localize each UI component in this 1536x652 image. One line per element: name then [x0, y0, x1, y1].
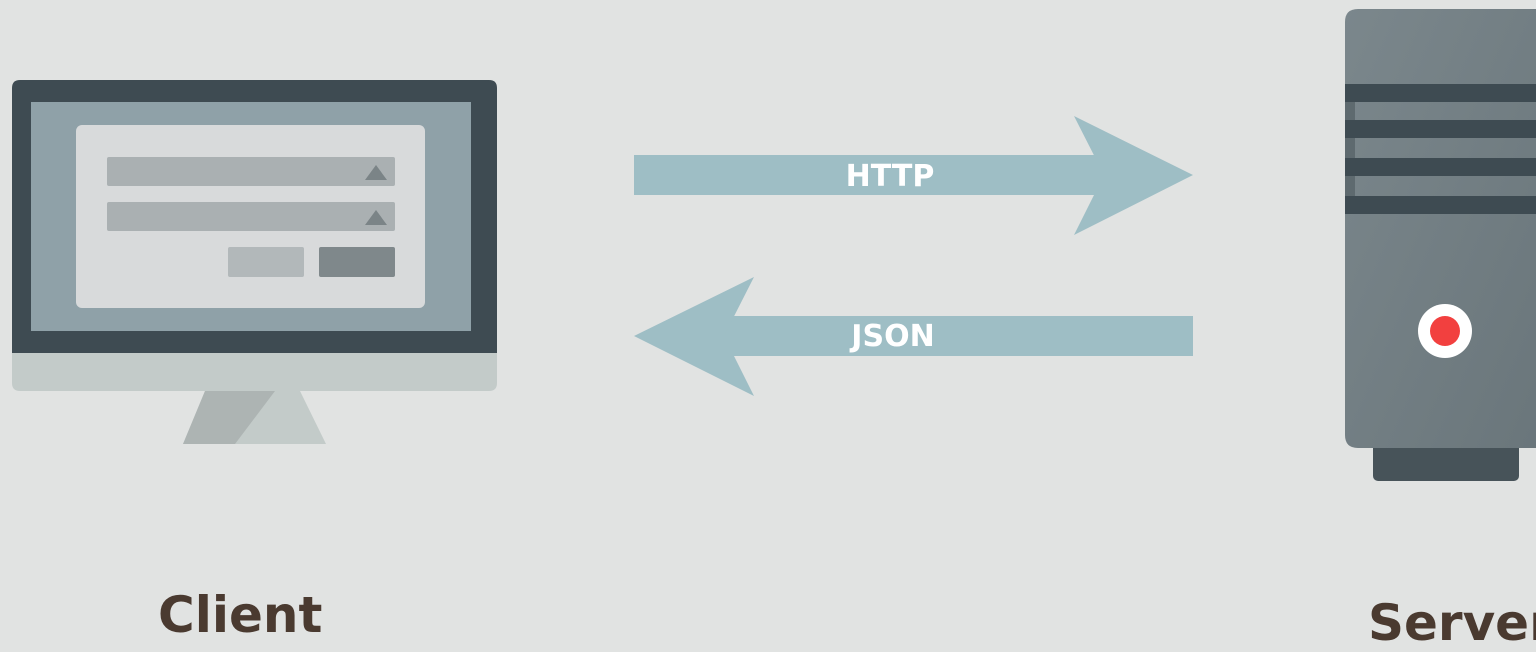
screen-field-2-arrow-icon — [365, 210, 387, 225]
server-body — [1345, 9, 1536, 448]
response-arrow-shaft — [714, 316, 1193, 356]
screen-field-1 — [107, 157, 395, 186]
server-vent-2 — [1345, 120, 1536, 138]
desktop-monitor-icon — [12, 80, 497, 444]
server-vent-ledge-1 — [1345, 102, 1355, 120]
response-arrow: JSON — [634, 277, 1193, 396]
server-vent-ledge-3 — [1345, 176, 1355, 196]
monitor-stand-shadow — [183, 391, 275, 444]
request-arrow-shaft — [634, 155, 1114, 195]
request-arrow-label: HTTP — [846, 159, 935, 194]
server-power-indicator-dot — [1430, 316, 1460, 346]
screen-field-2 — [107, 202, 395, 231]
request-arrow: HTTP — [634, 116, 1193, 235]
server-vent-3 — [1345, 158, 1536, 176]
screen-button-light — [228, 247, 304, 277]
server-tower-icon — [1345, 9, 1536, 481]
client-label: Client — [158, 586, 323, 644]
server-label: Server — [1368, 594, 1536, 652]
server-vent-ledge-2 — [1345, 138, 1355, 158]
server-vent-4 — [1345, 196, 1536, 214]
response-arrow-head — [634, 277, 754, 396]
screen-field-1-arrow-icon — [365, 165, 387, 180]
request-arrow-head — [1074, 116, 1193, 235]
response-arrow-label: JSON — [849, 319, 934, 354]
server-vent-1 — [1345, 84, 1536, 102]
server-base — [1373, 440, 1519, 481]
monitor-chin — [12, 352, 497, 391]
screen-button-dark — [319, 247, 395, 277]
